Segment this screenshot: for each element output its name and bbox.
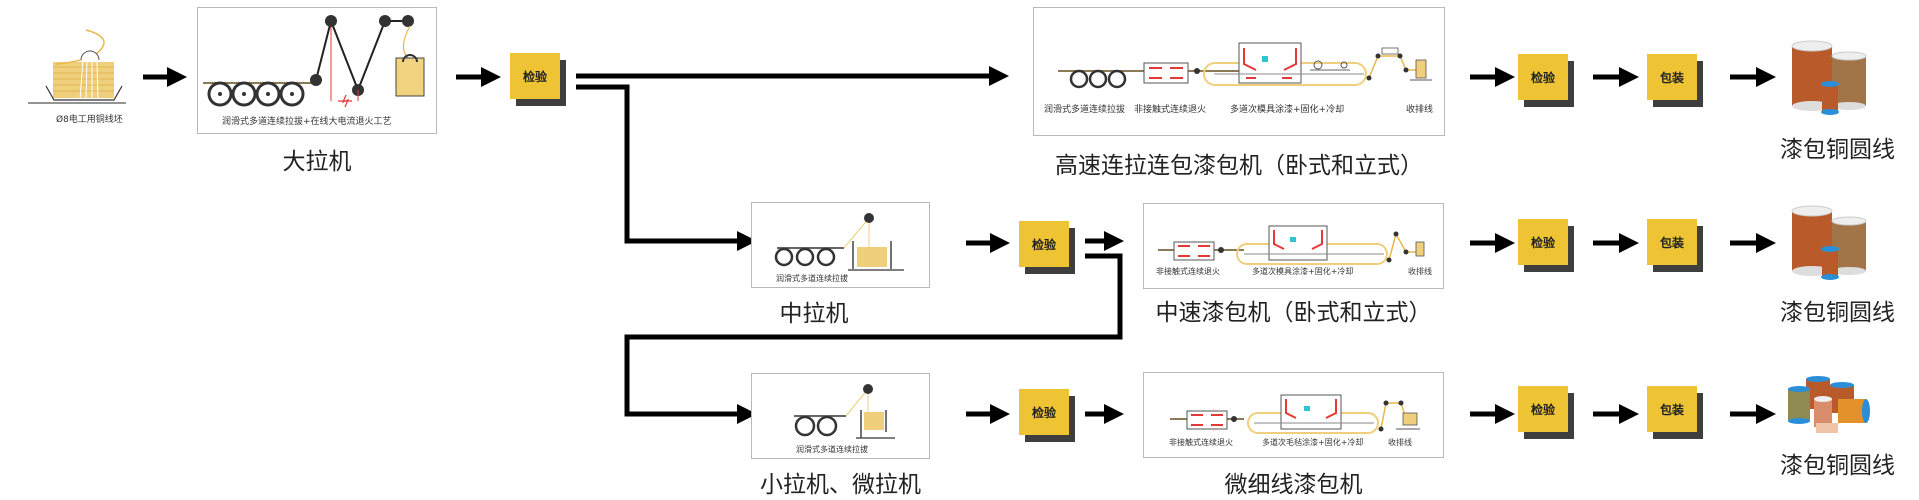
product-row3: 漆包铜圆线 — [1780, 375, 1900, 500]
medium-enameling-illustration — [1158, 225, 1425, 265]
fine-enameling-caption-coating: 多道次毛毡涂漆+固化+冷却 — [1262, 438, 1364, 447]
medium-enameling-title: 中速漆包机（卧式和立式） — [1155, 300, 1432, 326]
medium-drawing-caption: 润滑式多道连续拉拔 — [776, 274, 848, 283]
high-speed-caption-takeup: 收排线 — [1406, 105, 1434, 115]
small-drawing-panel: 润滑式多道连续拉拔 — [751, 373, 930, 459]
inspect-step-small: 检验 — [1019, 389, 1075, 442]
fine-enameling-caption-takeup: 收排线 — [1388, 438, 1412, 447]
high-speed-enameling-title: 高速连拉连包漆包机（卧式和立式） — [1055, 153, 1423, 179]
fine-enameling-panel: 非接触式连续退火 多道次毛毡涂漆+固化+冷却 收排线 — [1143, 372, 1444, 458]
pack-step-label: 包装 — [1647, 219, 1697, 265]
high-speed-enameling-illustration — [1058, 42, 1432, 89]
big-drawing-machine-illustration — [203, 15, 425, 108]
high-speed-caption-annealing: 非接触式连续退火 — [1134, 105, 1207, 115]
product-label: 漆包铜圆线 — [1780, 300, 1895, 326]
inspect-step-row3: 检验 — [1518, 386, 1574, 439]
small-drawing-caption: 润滑式多道连续拉拔 — [796, 445, 868, 454]
pack-step-label: 包装 — [1647, 386, 1697, 432]
medium-drawing-machine-illustration — [774, 213, 904, 271]
inspect-step-label: 检验 — [510, 53, 560, 99]
medium-drawing-title: 中拉机 — [779, 301, 849, 327]
medium-enameling-caption-coating: 多道次模具涂漆+固化+冷却 — [1252, 267, 1354, 276]
product-row2: 漆包铜圆线 — [1780, 205, 1900, 335]
small-drawing-machine-illustration — [794, 384, 895, 439]
pack-step-row2: 包装 — [1647, 219, 1703, 272]
product-label: 漆包铜圆线 — [1780, 137, 1895, 163]
product-label: 漆包铜圆线 — [1780, 453, 1895, 479]
raw-material: Ø8电工用铜线坯 — [26, 24, 144, 125]
medium-enameling-panel: 非接触式连续退火 多道次模具涂漆+固化+冷却 收排线 — [1143, 203, 1444, 289]
high-speed-enameling-panel: 润滑式多道连续拉拔 非接触式连续退火 多道次模具涂漆+固化+冷却 收排线 — [1033, 7, 1445, 136]
enameled-wire-spools-multi-icon — [1788, 376, 1870, 433]
big-drawing-caption: 润滑式多道连续拉拔+在线大电流退火工艺 — [222, 117, 392, 127]
pack-step-label: 包装 — [1647, 54, 1697, 100]
inspect-step-main: 检验 — [510, 53, 566, 106]
big-drawing-panel: 润滑式多道连续拉拔+在线大电流退火工艺 — [197, 7, 437, 134]
inspect-step-label: 检验 — [1019, 221, 1069, 267]
raw-material-label: Ø8电工用铜线坯 — [56, 115, 123, 125]
small-drawing-title: 小拉机、微拉机 — [760, 472, 921, 498]
copper-rod-coil-icon — [28, 29, 144, 104]
enameled-wire-spools-icon — [1791, 205, 1867, 280]
high-speed-caption-drawing: 润滑式多道连续拉拔 — [1044, 105, 1126, 115]
enameled-wire-spools-icon — [1791, 40, 1867, 115]
fine-enameling-title: 微细线漆包机 — [1224, 472, 1363, 498]
product-row1: 漆包铜圆线 — [1780, 40, 1900, 170]
inspect-step-medium: 检验 — [1019, 221, 1075, 274]
medium-enameling-caption-annealing: 非接触式连续退火 — [1156, 267, 1220, 276]
inspect-step-row1: 检验 — [1518, 54, 1574, 107]
medium-drawing-panel: 润滑式多道连续拉拔 — [751, 202, 930, 288]
pack-step-row3: 包装 — [1647, 386, 1703, 439]
line-inspect-to-small-drawing — [624, 253, 1123, 424]
pack-step-row1: 包装 — [1647, 54, 1703, 107]
fine-enameling-illustration — [1170, 394, 1420, 434]
big-drawing-title: 大拉机 — [282, 149, 352, 175]
fine-enameling-caption-annealing: 非接触式连续退火 — [1169, 438, 1233, 447]
inspect-step-label: 检验 — [1518, 219, 1568, 265]
high-speed-caption-coating: 多道次模具涂漆+固化+冷却 — [1230, 105, 1345, 115]
inspect-step-row2: 检验 — [1518, 219, 1574, 272]
inspect-step-label: 检验 — [1518, 54, 1568, 100]
inspect-step-label: 检验 — [1518, 386, 1568, 432]
inspect-step-label: 检验 — [1019, 389, 1069, 435]
line-inspect-to-medium-drawing — [576, 84, 757, 251]
medium-enameling-caption-takeup: 收排线 — [1408, 267, 1432, 276]
